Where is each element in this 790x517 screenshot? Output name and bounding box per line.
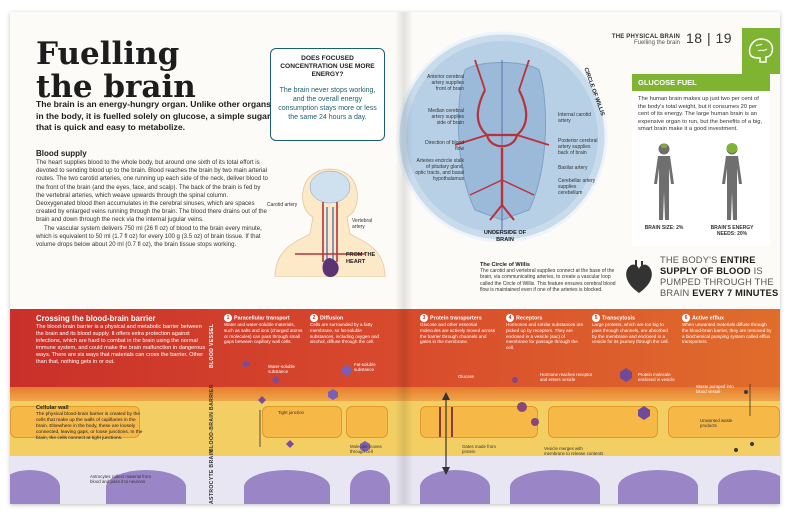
carotid-label: Carotid artery bbox=[267, 202, 298, 208]
brain-icon bbox=[748, 38, 774, 63]
body-figure-brain-energy bbox=[722, 143, 742, 220]
glucose-fuel-text: The human brain makes up just two per ce… bbox=[638, 96, 763, 132]
vessel-edge-band bbox=[10, 387, 780, 401]
cellular-wall-text: The physical blood-brain barrier is crea… bbox=[36, 412, 143, 441]
vertebral-label: Vertebral artery bbox=[352, 218, 373, 230]
endothelial-cell bbox=[346, 406, 388, 438]
blood-supply-body: The heart supplies blood to the whole bo… bbox=[36, 159, 268, 249]
blood-supply-heading: Blood supply bbox=[36, 149, 87, 158]
pituitary-label: Arteries encircle stalk of pituitary gla… bbox=[415, 158, 464, 182]
note-unwanted-waste: Unwanted waste products bbox=[700, 418, 733, 429]
chapter-tab bbox=[742, 28, 780, 74]
heart-icon bbox=[626, 260, 652, 293]
astrocyte-foot bbox=[618, 470, 698, 504]
note-vesicle-merges: Vesicle merges with membrane to release … bbox=[544, 446, 604, 457]
note-gates: Gates made from protein bbox=[462, 444, 496, 455]
astrocyte-foot bbox=[350, 470, 390, 504]
willis-caption: The Circle of Willis The carotid and ver… bbox=[480, 262, 616, 293]
head-neck-diagram bbox=[274, 168, 386, 277]
cerebellar-label: Cerebellar artery supplies cerebellum bbox=[558, 178, 596, 196]
note-waste-pumped: Waste pumped into blood vessel bbox=[696, 384, 734, 395]
note-glucose: Glucose bbox=[458, 374, 475, 379]
anterior-label: Anterior cerebral artery supplies front … bbox=[427, 74, 464, 92]
blood-vessel-band bbox=[10, 309, 780, 387]
barrier-heading: Crossing the blood-brain barrier bbox=[36, 314, 156, 323]
cellular-wall-title: Cellular wall bbox=[36, 405, 69, 411]
intro-text: The brain is an energy-hungry organ. Unl… bbox=[36, 99, 271, 132]
astrocyte-foot bbox=[510, 470, 600, 504]
question-box: DOES FOCUSED CONCENTRATION USE MORE ENER… bbox=[270, 48, 385, 141]
page-numbers: 18 | 19 bbox=[686, 30, 733, 46]
astrocyte-foot bbox=[10, 470, 60, 504]
endothelial-cell bbox=[10, 406, 140, 438]
blood-fact: THE BODY'S ENTIRE SUPPLY OF BLOOD IS PUM… bbox=[660, 255, 779, 298]
book-spread: Fuelling the brain The brain is an energ… bbox=[10, 12, 780, 504]
body-figure-brain-size bbox=[654, 143, 674, 220]
glucose-fuel-box bbox=[632, 74, 770, 246]
astrocyte-note: Astrocytes collect material from blood a… bbox=[90, 474, 151, 485]
blood-flow-label: Direction of blood flow bbox=[425, 140, 464, 152]
glucose-fuel-title: GLUCOSE FUEL bbox=[632, 74, 770, 91]
barrier-process-markers bbox=[242, 360, 754, 475]
astrocyte-foot bbox=[244, 470, 330, 504]
basilar-label: Basilar artery bbox=[558, 165, 588, 171]
median-label: Median cerebral artery supplies side of … bbox=[428, 108, 464, 126]
astrocyte-foot bbox=[718, 470, 780, 504]
brain-size-label: BRAIN SIZE: 2% bbox=[644, 225, 684, 231]
note-fat-soluble: Fat-soluble substance bbox=[354, 362, 376, 373]
answer-text: The brain never stops working, and the o… bbox=[278, 86, 377, 121]
note-water-soluble: Water-soluble substance bbox=[268, 364, 295, 375]
endothelial-cell bbox=[262, 406, 342, 438]
underside-label: UNDERSIDE OF BRAIN bbox=[483, 230, 527, 243]
note-tight-junction: Tight junction bbox=[278, 410, 304, 415]
internal-carotid-label: Internal carotid artery bbox=[558, 112, 592, 124]
astrocyte-foot bbox=[106, 470, 186, 504]
from-heart-label: FROM THE HEART bbox=[346, 252, 376, 265]
running-header: THE PHYSICAL BRAIN Fuelling the brain bbox=[611, 34, 680, 46]
question-text: DOES FOCUSED CONCENTRATION USE MORE ENER… bbox=[280, 55, 375, 79]
note-molecule-moves: Molecule moves through cell bbox=[350, 444, 382, 455]
brain-energy-label: BRAIN'S ENERGY NEEDS: 20% bbox=[710, 225, 754, 237]
page-title: Fuelling the brain bbox=[36, 36, 196, 105]
note-hormone: Hormone reaches receptor and enters vesi… bbox=[540, 372, 593, 383]
barrier-text: The blood-brain barrier is a physical an… bbox=[36, 324, 206, 366]
posterior-label: Posterior cerebral artery supplies back … bbox=[558, 138, 598, 156]
astrocyte-foot bbox=[420, 470, 490, 504]
endothelial-cell bbox=[668, 406, 780, 438]
circle-of-willis-diagram bbox=[396, 31, 608, 243]
note-protein-enclosed: Protein molecule enclosed in vesicle bbox=[638, 372, 675, 383]
